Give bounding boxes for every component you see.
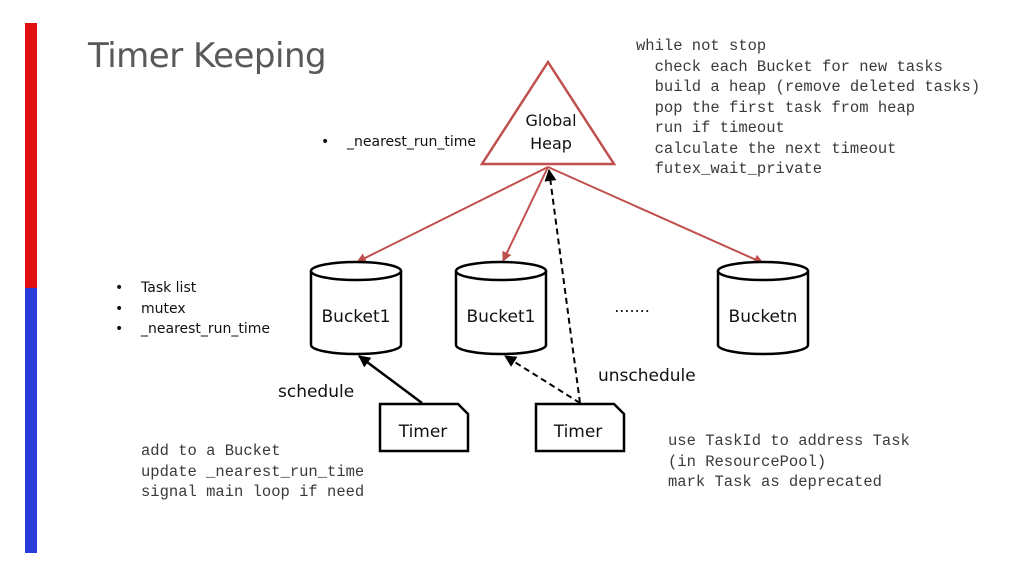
heap-to-bucket1-arrow (356, 166, 549, 263)
code-line: check each Bucket for new tasks (636, 57, 943, 76)
accent-bar-red (25, 23, 37, 288)
bucket-field-item: mutex (115, 299, 270, 320)
schedule-note-line: add to a Bucket (141, 442, 281, 460)
heap-field-item: _nearest_run_time (321, 132, 476, 153)
accent-bar-blue (25, 288, 37, 553)
code-line: build a heap (remove deleted tasks) (636, 78, 981, 96)
bucket-n: Bucketn (716, 260, 810, 356)
bucket-1-label: Bucket1 (322, 307, 391, 327)
code-line: while not stop (636, 37, 767, 55)
heap-fields-list: _nearest_run_time (321, 132, 476, 153)
unschedule-to-heap-arrow (544, 169, 581, 404)
code-line: calculate the next timeout (636, 139, 897, 158)
unschedule-notes: use TaskId to address Task (in ResourceP… (668, 431, 910, 493)
unschedule-to-bucket-arrow (504, 355, 581, 404)
bucket-fields-list: Task listmutex_nearest_run_time (115, 278, 270, 340)
bucket-ellipsis: ....... (614, 297, 650, 316)
bucket-n-label: Bucketn (729, 307, 798, 327)
heap-to-bucketn-arrow (547, 166, 764, 264)
unschedule-note-line: use TaskId to address Task (668, 432, 910, 450)
unschedule-label: unschedule (598, 366, 696, 386)
schedule-arrow (358, 354, 423, 405)
timer-1: Timer (378, 402, 470, 453)
unschedule-note-line: (in ResourcePool) (668, 452, 827, 471)
bucket-field-item: _nearest_run_time (115, 319, 270, 340)
unschedule-note-line: mark Task as deprecated (668, 473, 882, 491)
slide-title: Timer Keeping (88, 36, 327, 76)
code-line: run if timeout (636, 119, 785, 137)
schedule-notes: add to a Bucket update _nearest_run_time… (141, 441, 364, 503)
timer-2-label: Timer (553, 422, 603, 442)
schedule-label: schedule (278, 382, 354, 402)
global-heap-label-2: Heap (530, 134, 572, 153)
heap-to-bucket1b-arrow (502, 166, 549, 262)
timer-2: Timer (534, 402, 626, 453)
code-line: futex_wait_private (636, 160, 823, 178)
heap-to-bucket-arrows (356, 166, 764, 264)
bucket-field-item: Task list (115, 278, 270, 299)
schedule-note-line: update _nearest_run_time (141, 462, 365, 481)
bucket-2-label: Bucket1 (467, 307, 536, 327)
main-loop-code: while not stop check each Bucket for new… (636, 36, 980, 180)
code-line: pop the first task from heap (636, 98, 916, 117)
schedule-note-line: signal main loop if need (141, 483, 365, 501)
bucket-1: Bucket1 (309, 260, 403, 356)
global-heap-triangle (479, 59, 617, 166)
bucket-2: Bucket1 (454, 260, 548, 356)
global-heap: Global Heap (479, 59, 617, 166)
timer-1-label: Timer (398, 422, 448, 442)
global-heap-label-1: Global (525, 111, 576, 130)
